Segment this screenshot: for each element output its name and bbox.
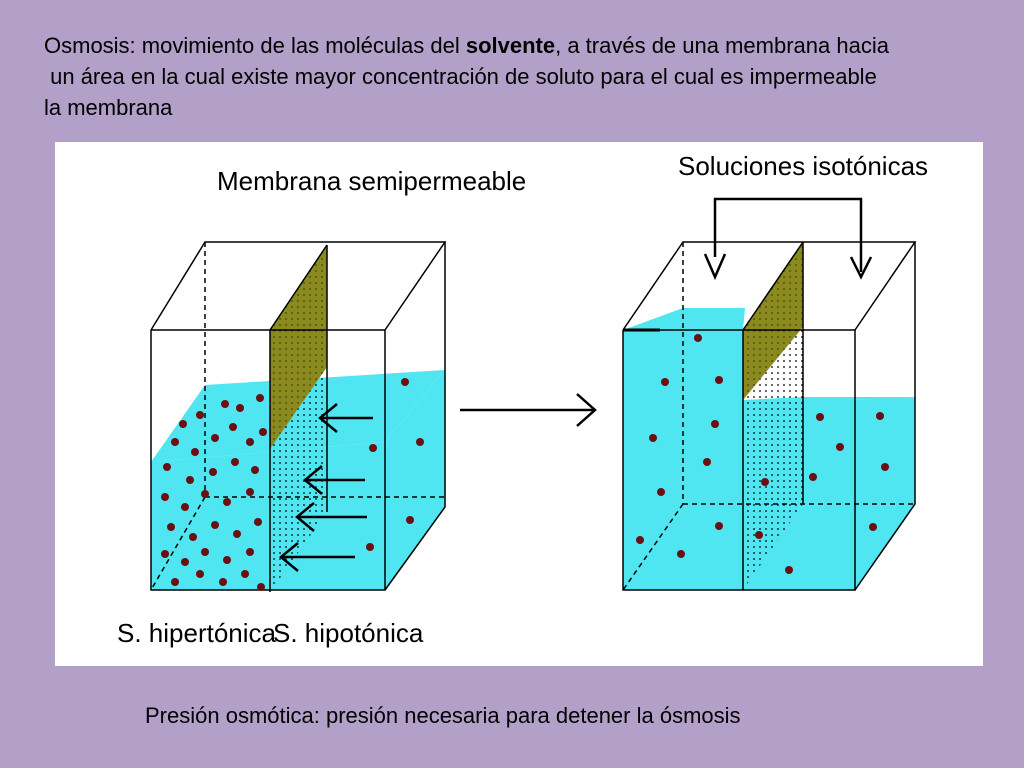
left-container (150, 241, 447, 592)
left-membrane-submerged (270, 367, 327, 592)
right-solute-particles (366, 378, 424, 551)
osmosis-diagram: Membrana semipermeable Soluciones isotón… (55, 142, 983, 666)
left-solute-particles (161, 394, 267, 591)
label-hypertonic: S. hipertónica (117, 618, 277, 648)
left-water-side (385, 370, 445, 590)
isotonic-arrows (703, 197, 873, 281)
process-arrow (460, 393, 597, 427)
label-isotonic: Soluciones isotónicas (678, 151, 928, 181)
intro-line-1: Osmosis: movimiento de las moléculas del… (44, 30, 1019, 61)
label-membrane: Membrana semipermeable (217, 166, 526, 196)
intro-text: Osmosis: movimiento de las moléculas del… (44, 30, 1019, 123)
right-container (622, 197, 917, 591)
right-box-particles (636, 334, 889, 574)
intro-line-1-end: , a través de una membrana hacia (555, 33, 889, 58)
footer-text: Presión osmótica: presión necesaria para… (145, 703, 741, 728)
intro-line-3: la membrana (44, 95, 173, 120)
intro-line-1-start: Osmosis: movimiento de las moléculas del (44, 33, 466, 58)
label-hypotonic: S. hipotónica (273, 618, 424, 648)
intro-line-2: un área en la cual existe mayor concentr… (44, 64, 877, 89)
intro-bold-solvente: solvente (465, 33, 556, 58)
left-flow-arrows (279, 403, 373, 572)
